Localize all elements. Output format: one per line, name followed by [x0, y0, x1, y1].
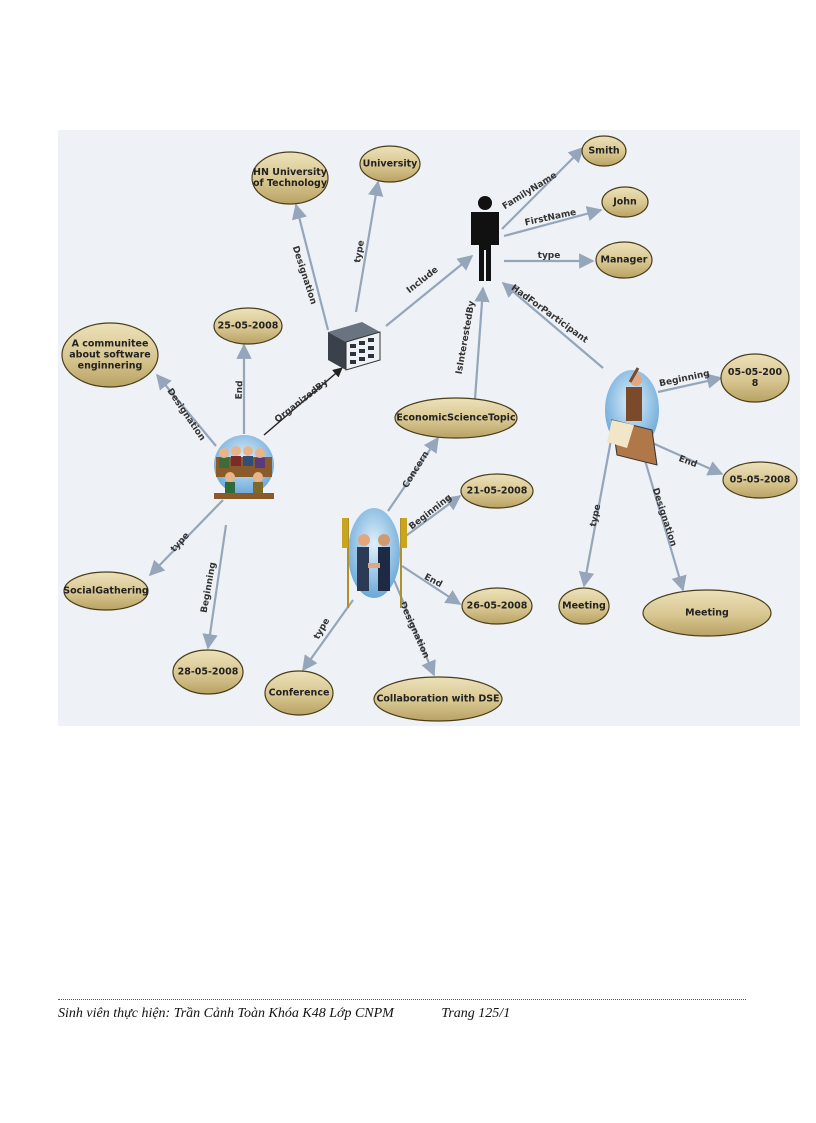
- node-john: John: [601, 186, 649, 218]
- node-text: Smith: [588, 146, 620, 157]
- node-text: EconomicScienceTopic: [396, 413, 515, 424]
- node-text: of Technology: [253, 178, 328, 189]
- node-date-21: 21-05-2008: [460, 473, 534, 509]
- person-icon: [471, 196, 499, 281]
- node-conference: Conference: [264, 670, 334, 716]
- edge-label-type-presenter: type: [589, 503, 604, 527]
- edge-family-name: [501, 146, 585, 230]
- node-collab: Collaboration with DSE: [373, 676, 503, 722]
- footer-divider: [58, 999, 746, 1000]
- node-text: 25-05-2008: [218, 321, 279, 332]
- node-text: 21-05-2008: [467, 486, 528, 497]
- node-text: John: [612, 197, 637, 208]
- edge-type-presenter: [578, 439, 613, 588]
- node-text: Meeting: [685, 608, 729, 619]
- node-text: HN University: [253, 167, 328, 178]
- edge-beginning-presenter: [657, 373, 723, 394]
- node-date-28: 28-05-2008: [172, 649, 244, 695]
- node-text: 28-05-2008: [178, 667, 239, 678]
- node-text: 05-05-2008: [730, 475, 791, 486]
- node-text: 05-05-200: [728, 367, 783, 378]
- committee-meeting-icon: [214, 435, 274, 499]
- edge-label-end-committee: End: [235, 380, 246, 399]
- node-text: Collaboration with DSE: [376, 694, 499, 705]
- edge-type-handshake: [302, 599, 354, 672]
- node-date-050508-wrapped: 05-05-2008: [720, 353, 790, 403]
- edges-layer: [148, 146, 724, 677]
- edge-designation-hn: [291, 203, 330, 331]
- edge-end-presenter: [649, 440, 724, 476]
- edge-first-name: [503, 206, 603, 238]
- edge-organized-by: [263, 367, 343, 436]
- node-text: University: [363, 159, 419, 170]
- building-icon: [328, 322, 381, 371]
- edge-is-interested-by: [472, 286, 490, 414]
- edge-include: [385, 255, 474, 327]
- node-text: SocialGathering: [63, 586, 148, 597]
- node-meeting-small: Meeting: [558, 587, 610, 625]
- node-text: 26-05-2008: [467, 601, 528, 612]
- node-date-050508: 05-05-2008: [722, 461, 798, 499]
- footer-page-number: Trang 125/1: [441, 1006, 511, 1021]
- edge-had-for-participant: [501, 282, 604, 369]
- edge-beginning-committee: [202, 524, 228, 650]
- edge-concern: [387, 436, 439, 512]
- node-manager: Manager: [595, 241, 653, 279]
- node-smith: Smith: [581, 135, 627, 167]
- node-text: Meeting: [562, 601, 606, 612]
- node-text: Conference: [269, 688, 330, 699]
- page-footer: Sinh viên thực hiện: Trần Cảnh Toàn Khóa…: [58, 1006, 758, 1022]
- edge-type-university: [354, 180, 384, 313]
- edge-designation-committee: [156, 373, 217, 447]
- node-text: A communitee: [72, 339, 149, 350]
- edge-beginning-handshake: [402, 495, 462, 539]
- node-date-25: 25-05-2008: [213, 307, 283, 345]
- node-text: Manager: [601, 255, 648, 266]
- handshake-icon: [342, 508, 407, 608]
- edge-type-committee: [148, 499, 224, 577]
- edge-designation-presenter: [640, 449, 687, 592]
- footer-author: Sinh viên thực hiện: Trần Cảnh Toàn Khóa…: [58, 1006, 394, 1021]
- edge-end-handshake: [401, 565, 462, 605]
- node-social: SocialGathering: [63, 571, 149, 611]
- node-date-26: 26-05-2008: [461, 587, 533, 625]
- edge-label-type-manager: type: [538, 251, 561, 261]
- node-university: University: [359, 145, 421, 183]
- node-text: about software: [69, 350, 151, 361]
- node-meeting-large: Meeting: [642, 589, 772, 637]
- edge-label-type-university: type: [353, 240, 367, 264]
- presenter-icon: [605, 367, 659, 466]
- node-econ-topic: EconomicScienceTopic: [394, 397, 518, 439]
- node-text: 8: [752, 378, 759, 389]
- node-text: enginnering: [78, 361, 143, 372]
